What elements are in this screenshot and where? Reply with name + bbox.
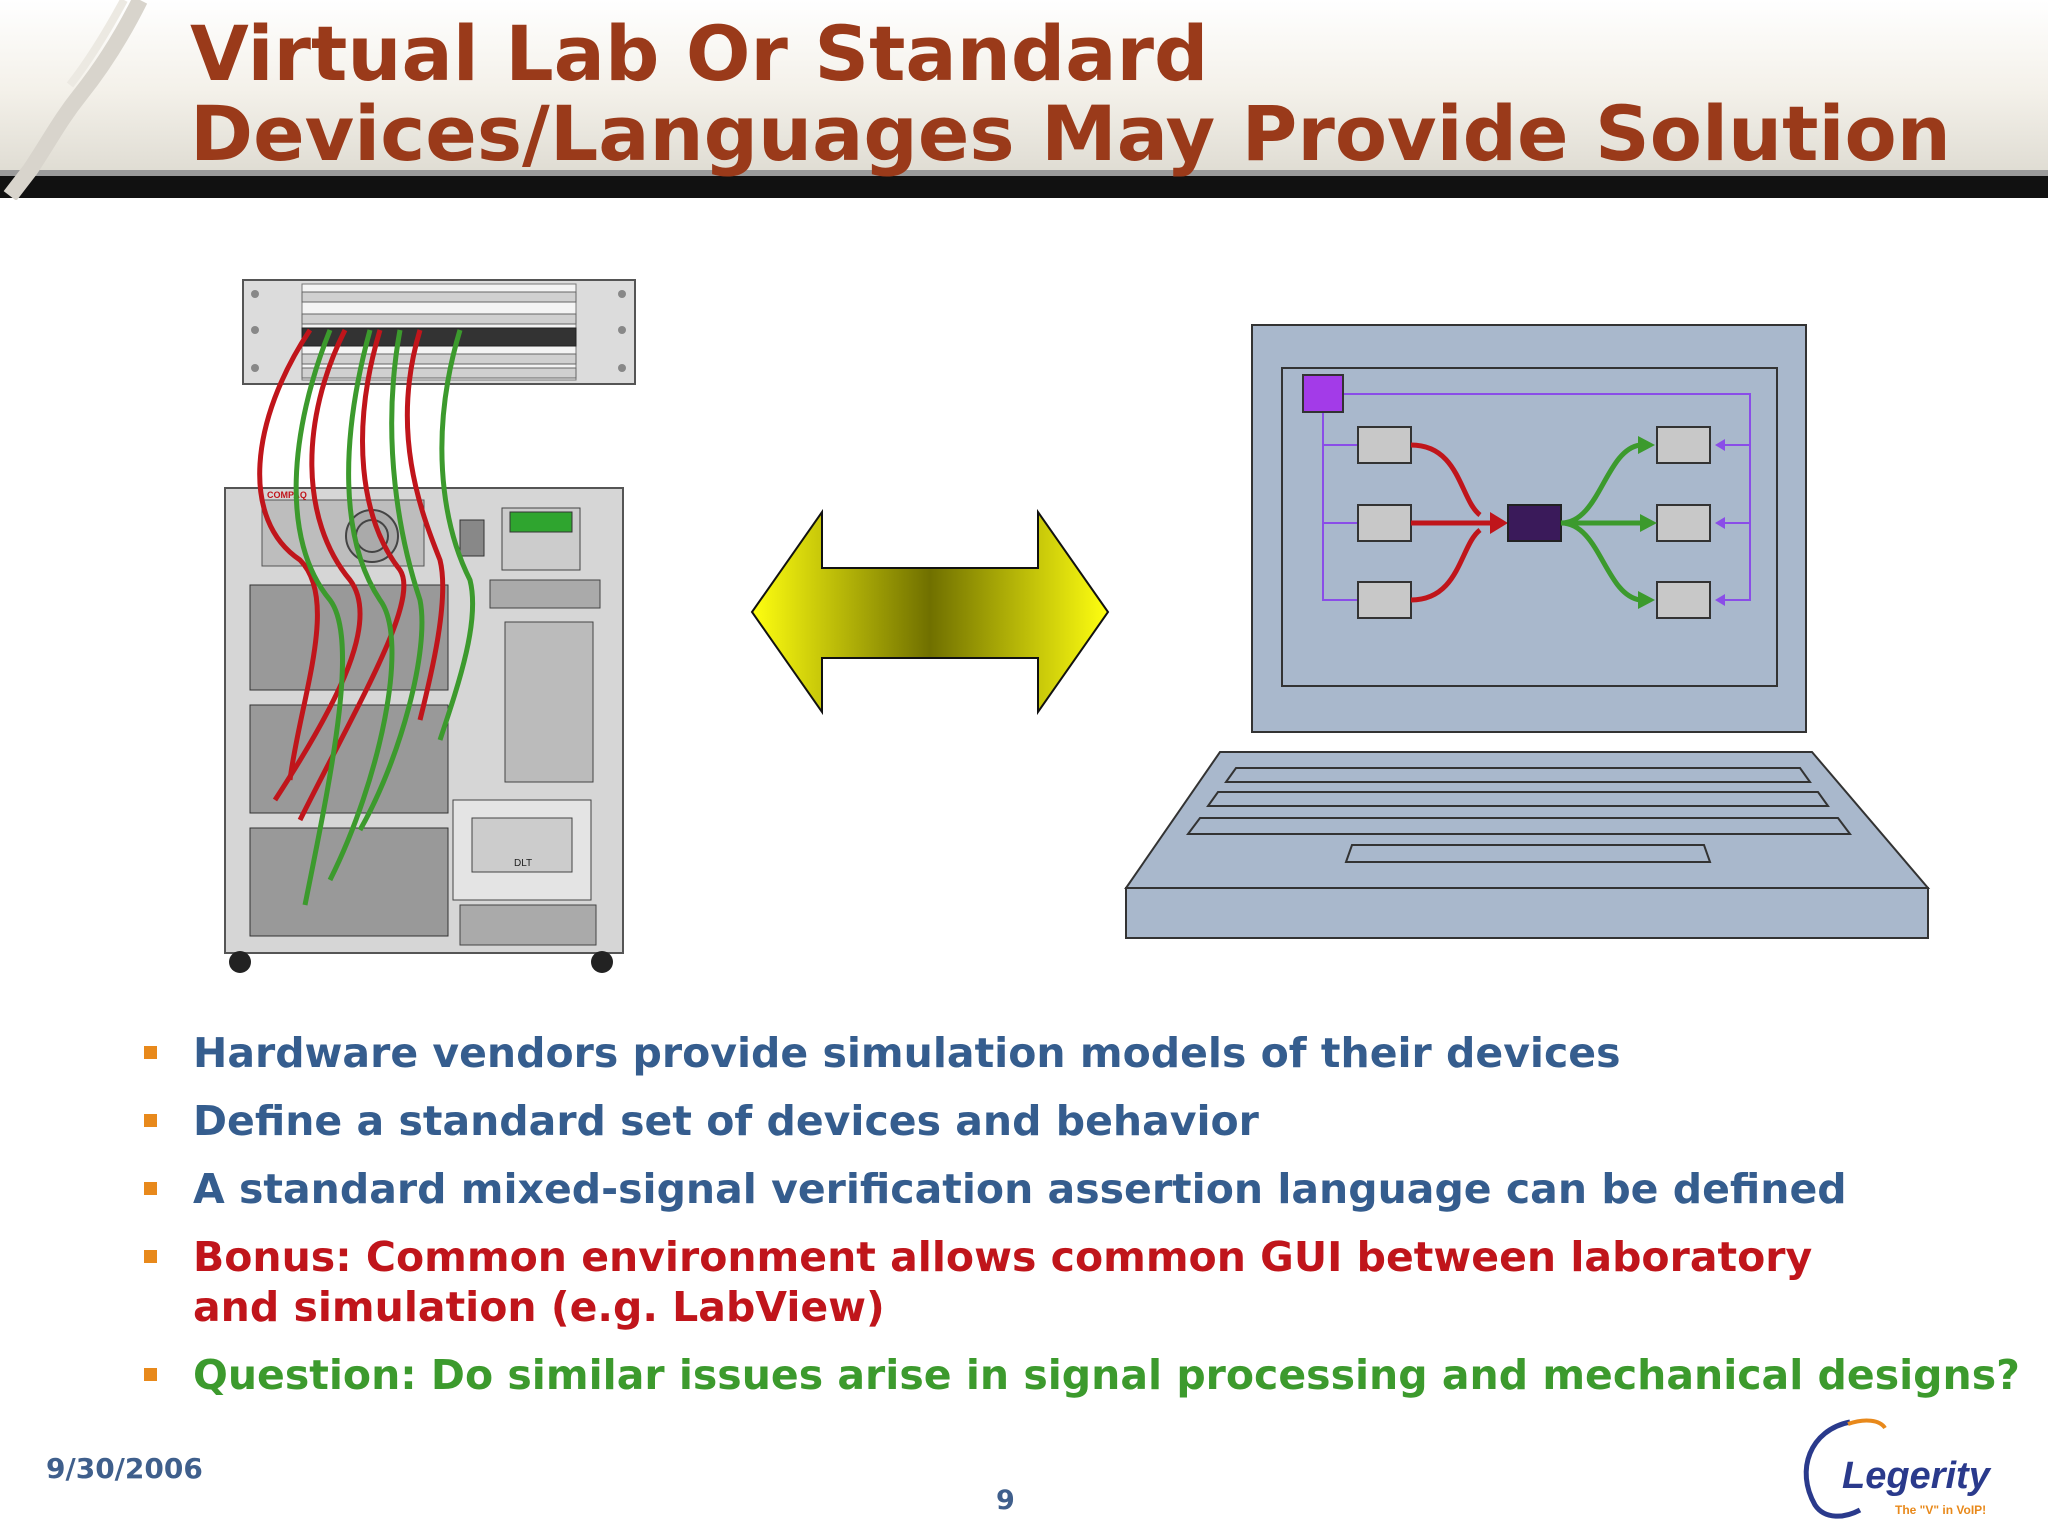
laptop-icon (1124, 324, 1931, 939)
logo-tagline: The "V" in VoIP! (1895, 1503, 1986, 1517)
bullet-item: Bonus: Common environment allows common … (140, 1232, 1853, 1332)
illustration: COMPAQ DLT (224, 279, 1931, 973)
bullet-text: Question: Do similar issues arise in sig… (193, 1351, 2020, 1399)
bullet-text: Hardware vendors provide simulation mode… (193, 1029, 1621, 1077)
title-rule-gray (0, 170, 2048, 176)
bullet-marker (144, 1182, 157, 1195)
footer-date: 9/30/2006 (46, 1452, 203, 1485)
patch-panel-icon (242, 279, 636, 385)
bullet-text: A standard mixed-signal verification ass… (193, 1165, 1847, 1213)
phone-cord-decoration (3, 0, 148, 200)
bullet-marker (144, 1046, 157, 1059)
bullet-marker (144, 1114, 157, 1127)
bullet-item: A standard mixed-signal verification ass… (140, 1164, 2020, 1214)
signal-flow-diagram (1302, 374, 1751, 619)
page-number: 9 (996, 1485, 1015, 1516)
server-rack-icon: COMPAQ DLT (224, 487, 624, 973)
bullet-item: Question: Do similar issues arise in sig… (140, 1350, 2020, 1400)
bullet-item: Define a standard set of devices and beh… (140, 1096, 2020, 1146)
logo-name: Legerity (1842, 1455, 1992, 1497)
bullet-marker (144, 1250, 157, 1263)
title-band (0, 0, 2048, 198)
patch-cables (257, 328, 476, 906)
title-rule (0, 176, 2048, 198)
rack-brand: COMPAQ (267, 490, 307, 500)
legerity-logo: Legerity The "V" in VoIP! (1803, 1418, 1992, 1519)
bullet-list: Hardware vendors provide simulation mode… (140, 1028, 2020, 1418)
bullet-item: Hardware vendors provide simulation mode… (140, 1028, 2020, 1078)
slide-title: Virtual Lab Or Standard Devices/Language… (190, 9, 1951, 178)
double-arrow-icon (750, 508, 1110, 716)
bullet-text: Bonus: Common environment allows common … (193, 1233, 1813, 1331)
drive-label: DLT (514, 858, 532, 869)
bullet-text: Define a standard set of devices and beh… (193, 1097, 1259, 1145)
bullet-marker (144, 1368, 157, 1381)
